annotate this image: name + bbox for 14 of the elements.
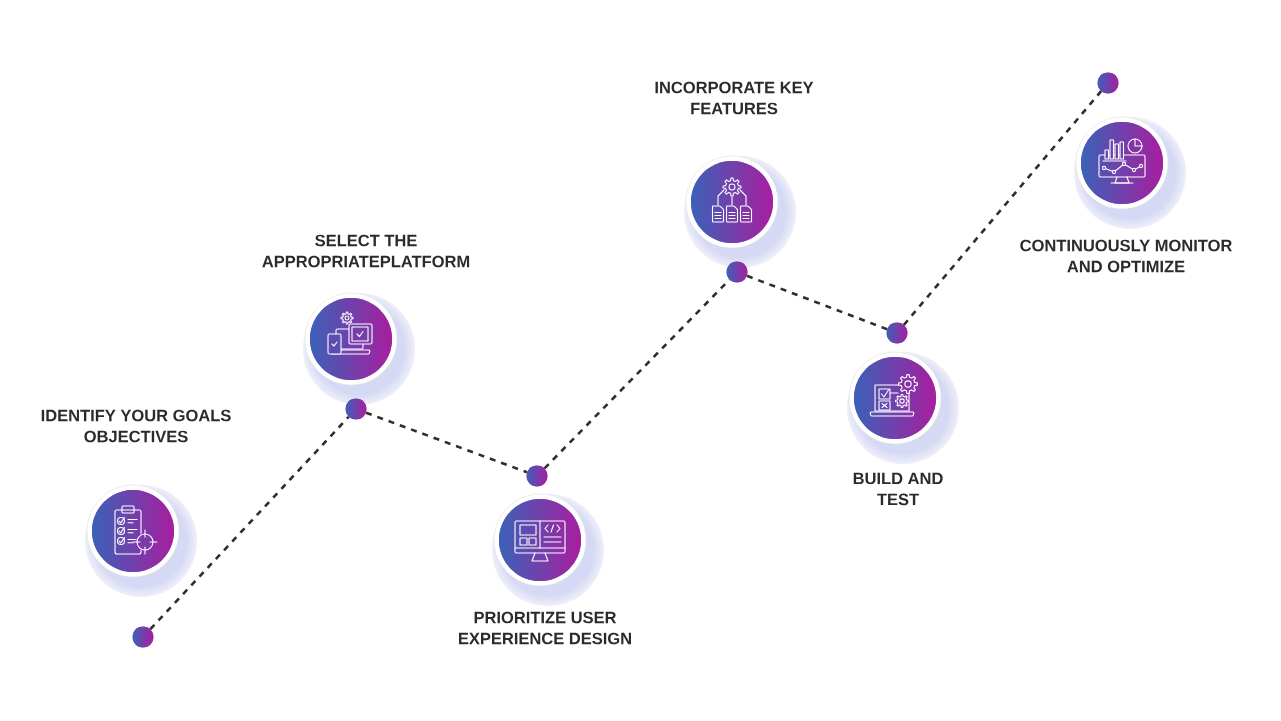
dashed-line: [902, 90, 1103, 326]
step-heading: IDENTIFY YOUR GOALS OBJECTIVES: [41, 409, 231, 443]
dashed-line: [149, 415, 350, 631]
dashed-line: [746, 274, 888, 331]
dot: [132, 626, 154, 648]
dot: [1097, 72, 1119, 94]
step-heading: BUILD AND TEST: [853, 472, 943, 506]
dashed-line: [365, 411, 528, 474]
dot: [886, 322, 908, 344]
dot: [526, 465, 548, 487]
step-heading: SELECT THE APPROPRIATEPLATFORM: [262, 234, 470, 268]
step-heading: PRIORITIZE USER EXPERIENCE DESIGN: [459, 611, 631, 645]
step-heading: CONTINUOUSLY MONITOR AND OPTIMIZE: [1020, 239, 1232, 273]
step-heading: INCORPORATE KEY FEATURES: [655, 81, 814, 115]
